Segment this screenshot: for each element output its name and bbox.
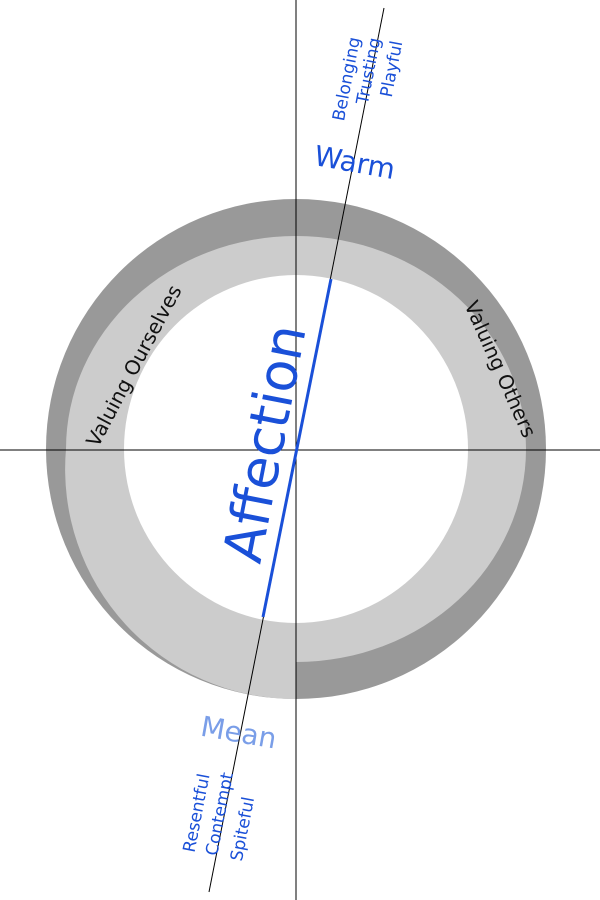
warm-label: Warm: [312, 139, 398, 186]
mean-label: Mean: [198, 710, 279, 756]
spectrum-highlight: [261, 278, 333, 618]
